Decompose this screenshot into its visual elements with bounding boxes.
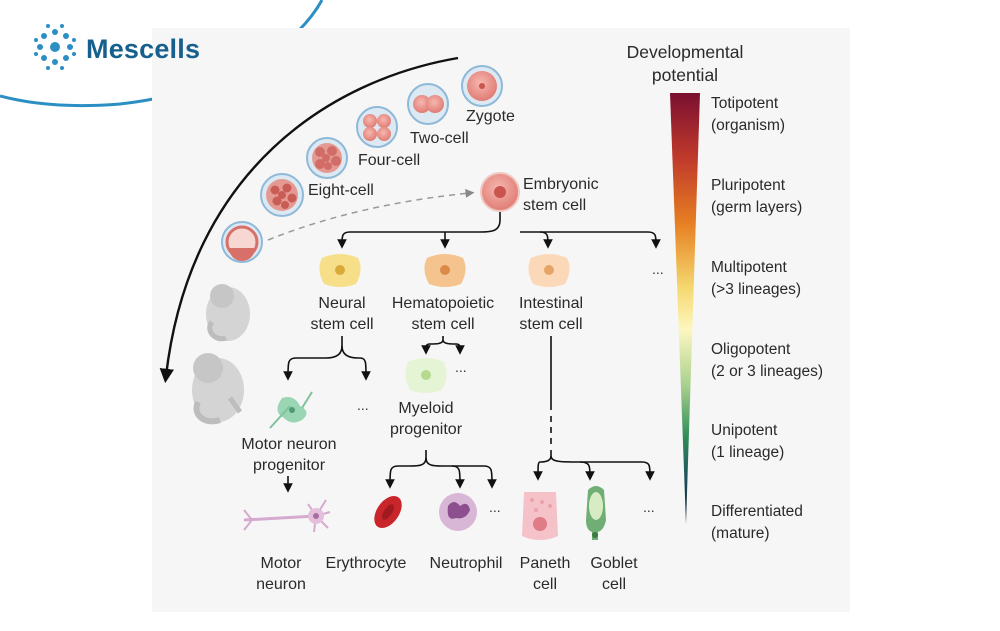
label-line: stem cell [523,197,587,214]
diagram-panel [152,28,850,612]
label-goblet-cell: Goblet cell [590,553,637,595]
level-unipotent: Unipotent (1 lineage) [711,420,784,464]
level-totipotent: Totipotent (organism) [711,93,785,137]
myeloid-branch-arrows [385,450,497,489]
zygote-icon [461,65,503,107]
brand-name: Mescells [86,34,201,64]
level-detail: (1 lineage) [711,444,785,461]
label-eight-cell: Eight-cell [308,182,374,199]
label-hematopoietic-stem-cell: Hematopoietic stem cell [392,293,494,335]
hema-more-ellipsis: ... [455,359,467,375]
level-oligopotent: Oligopotent (2 or 3 lineages) [711,339,823,383]
potential-title-line1: Developmental [626,42,744,62]
level-detail: (mature) [711,525,770,542]
potential-title: Developmental potential [605,41,765,87]
level-detail: (germ layers) [711,199,803,216]
neural-branch-arrows [283,336,371,381]
hematopoietic-stem-cell-icon [424,254,466,287]
embryonic-stem-cell-icon [480,172,520,212]
label-line: Motor neuron [241,436,337,453]
eight-cell-icon [306,137,348,179]
neutrophil-icon [439,493,477,531]
derivation-dashed-arrow [267,188,475,241]
label-motor-neuron-progenitor: Motor neuron progenitor [241,434,336,476]
level-name: Oligopotent [711,341,791,358]
blastocyst-icon [221,221,263,263]
label-line: progenitor [389,421,463,438]
embryo-late-icon [192,353,244,425]
label-motor-neuron: Motor neuron [256,553,306,595]
label-line: stem cell [310,316,374,333]
intestinal-stem-cell-icon [528,254,570,287]
level-name: Multipotent [711,259,787,276]
level-detail: (>3 lineages) [711,281,802,298]
paneth-cell-icon [522,492,558,540]
label-erythrocyte: Erythrocyte [325,555,407,572]
label-paneth-cell: Paneth cell [520,553,571,595]
development-arc-arrow [159,56,459,384]
level-name: Pluripotent [711,177,786,194]
label-line: Myeloid [398,400,454,417]
label-line: neuron [256,576,306,593]
potential-title-line2: potential [651,65,719,85]
label-intestinal-stem-cell: Intestinal stem cell [519,293,583,335]
hema-branch-arrows [421,336,465,355]
myeloid-more-ellipsis: ... [489,499,501,515]
potential-gradient-wedge [670,93,700,524]
label-embryonic-stem-cell: Embryonic stem cell [523,174,599,216]
intestinal-branch-arrows [533,336,655,481]
label-line: stem cell [519,316,583,333]
embryo-early-icon [206,284,250,342]
level-name: Differentiated [711,503,803,520]
neural-more-ellipsis: ... [357,397,369,413]
level-detail: (2 or 3 lineages) [711,363,824,380]
neural-stem-cell-icon [319,254,361,287]
label-line: Hematopoietic [391,295,495,312]
label-two-cell: Two-cell [410,130,469,147]
label-four-cell: Four-cell [358,152,421,169]
label-zygote: Zygote [466,108,515,125]
label-line: Embryonic [523,176,599,193]
label-line: progenitor [252,457,326,474]
motor-neuron-icon [243,499,331,533]
intestinal-more-ellipsis: ... [643,499,655,515]
motor-neuron-progenitor-icon [269,391,313,429]
label-line: cell [532,576,557,593]
esc-branch-arrows [337,212,661,249]
morula-icon [260,173,304,217]
label-myeloid-progenitor: Myeloid progenitor [390,398,462,440]
level-multipotent: Multipotent (>3 lineages) [711,257,801,301]
level-pluripotent: Pluripotent (germ layers) [711,175,802,219]
cell-cluster-icon [34,24,76,70]
level-name: Unipotent [711,422,778,439]
label-line: Paneth [519,555,571,572]
label-neural-stem-cell: Neural stem cell [310,293,373,335]
label-line: Intestinal [518,295,584,312]
label-line: cell [601,576,627,593]
label-line: Neural [318,295,366,312]
level-differentiated: Differentiated (mature) [711,501,803,545]
four-cell-icon [356,106,398,148]
erythrocyte-icon [374,495,402,529]
label-line: stem cell [411,316,475,333]
level-name: Totipotent [711,95,779,112]
goblet-cell-icon [586,486,606,540]
label-line: Goblet [590,555,638,572]
esc-more-ellipsis: ... [652,261,664,277]
myeloid-progenitor-icon [405,358,447,393]
level-detail: (organism) [711,117,786,134]
two-cell-icon [407,83,449,125]
label-line: Motor [260,555,302,572]
label-neutrophil: Neutrophil [429,555,503,572]
